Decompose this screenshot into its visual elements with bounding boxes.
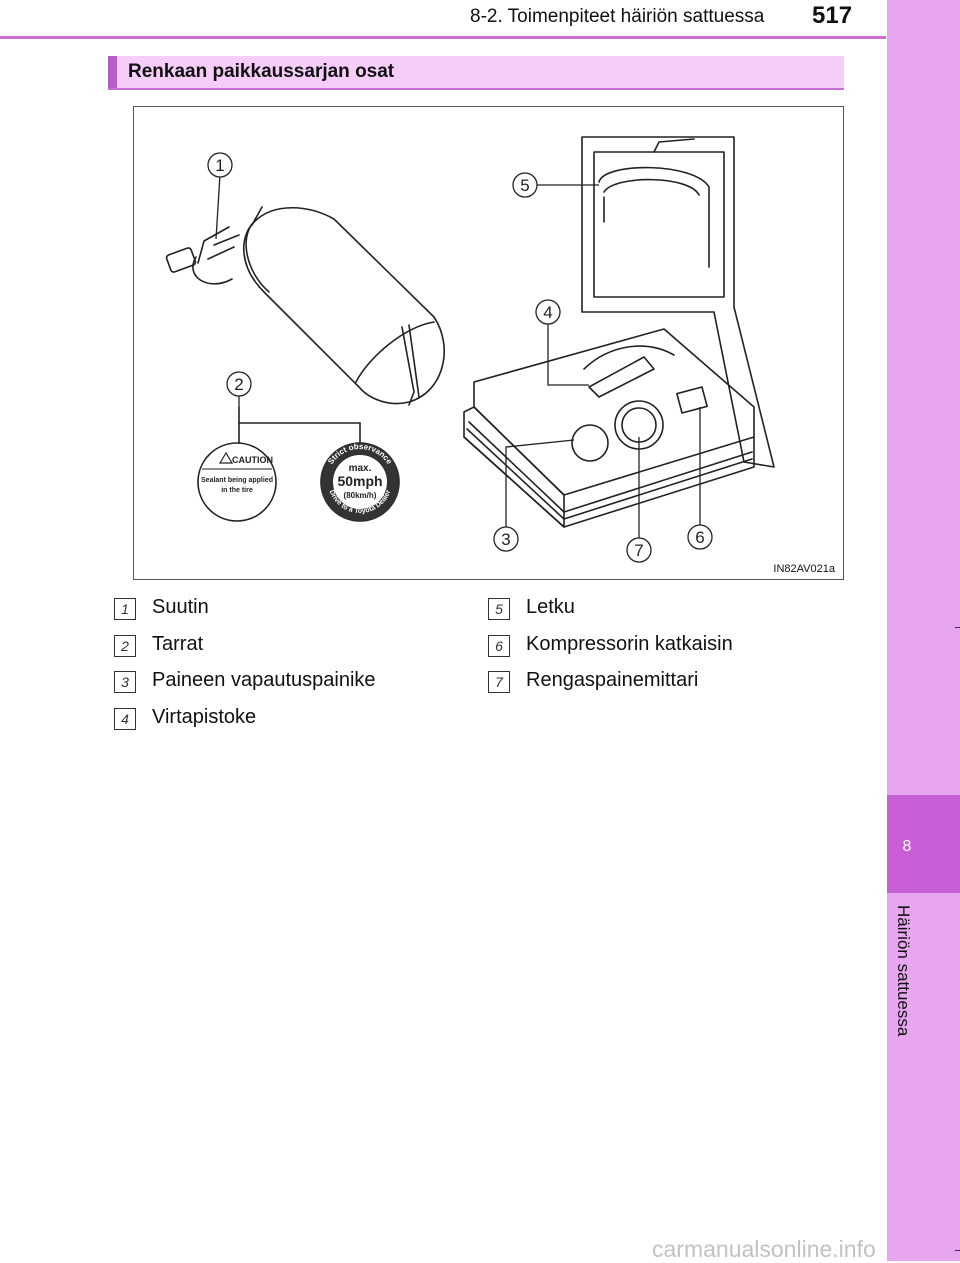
header-rule [0,36,886,39]
legend-number: 7 [488,671,510,693]
section-heading: Renkaan paikkaussarjan osat [128,61,395,82]
hose-compartment [581,136,775,468]
caution-sticker-line2: in the tire [221,487,253,494]
page-number: 517 [812,2,853,29]
speed-sticker-metric: (80km/h) [344,491,377,500]
callout-2: 2 [226,371,252,397]
legend-label: Rengaspainemittari [526,669,699,691]
caution-sticker-outline [197,442,277,522]
callout-1-label: 1 [215,156,224,175]
section-title: 8-2. Toimenpiteet häiriön sattuessa [470,6,765,27]
callout-4: 4 [535,299,561,325]
callout-3: 3 [493,526,519,552]
callout-6-label: 6 [695,528,704,547]
callout-1-leader [215,174,221,240]
crop-mark [955,1250,960,1251]
callout-2-label: 2 [234,375,243,394]
callout-3-label: 3 [501,530,510,549]
caution-sticker-title: CAUTION [232,455,273,465]
compressor-unit [463,328,755,528]
legend-number: 2 [114,635,136,657]
sealant-bottle [165,206,445,406]
callout-3-leader [505,439,575,533]
caution-sticker-line1: Sealant being applied [201,477,273,484]
legend-label: Paineen vapautuspainike [152,669,376,691]
warning-triangle-icon [218,451,234,464]
callout-4-leader [547,323,589,386]
callout-7: 7 [626,537,652,563]
legend-number: 5 [488,598,510,620]
legend-label: Tarrat [152,633,204,655]
callout-5: 5 [512,172,538,198]
speed-sticker-center [333,455,387,509]
legend-label: Letku [526,596,575,618]
chapter-tab-marker [887,795,960,893]
legend-number: 1 [114,598,136,620]
callout-7-label: 7 [634,541,643,560]
callout-1: 1 [207,152,233,178]
page-header: 8-2. Toimenpiteet häiriön sattuessa 517 [0,0,886,39]
sticker-leader-lines [238,406,361,444]
chapter-title: Häiriön sattuessa [894,905,913,1037]
repair-kit-illustration: CAUTION Sealant being applied in the tir… [133,106,844,580]
legend-label: Suutin [152,596,209,618]
figure-code: IN82AV021a [773,563,835,575]
callout-5-label: 5 [520,176,529,195]
chapter-number: 8 [902,838,912,855]
crop-mark [955,627,960,628]
speed-sticker-speed: 50mph [337,473,382,489]
chapter-side-tab [887,0,960,1261]
repair-kit-drawing: CAUTION Sealant being applied in the tir… [165,136,775,563]
callout-6: 6 [687,524,713,550]
legend-label: Kompressorin katkaisin [526,633,733,655]
legend-number: 3 [114,671,136,693]
watermark-link[interactable]: carmanualsonline.info [652,1236,876,1262]
callout-4-label: 4 [543,303,552,322]
legend-number: 4 [114,708,136,730]
legend-number: 6 [488,635,510,657]
section-heading-bar: Renkaan paikkaussarjan osat [108,56,844,90]
legend-label: Virtapistoke [152,706,257,728]
speed-sticker-max: max. [349,463,372,474]
